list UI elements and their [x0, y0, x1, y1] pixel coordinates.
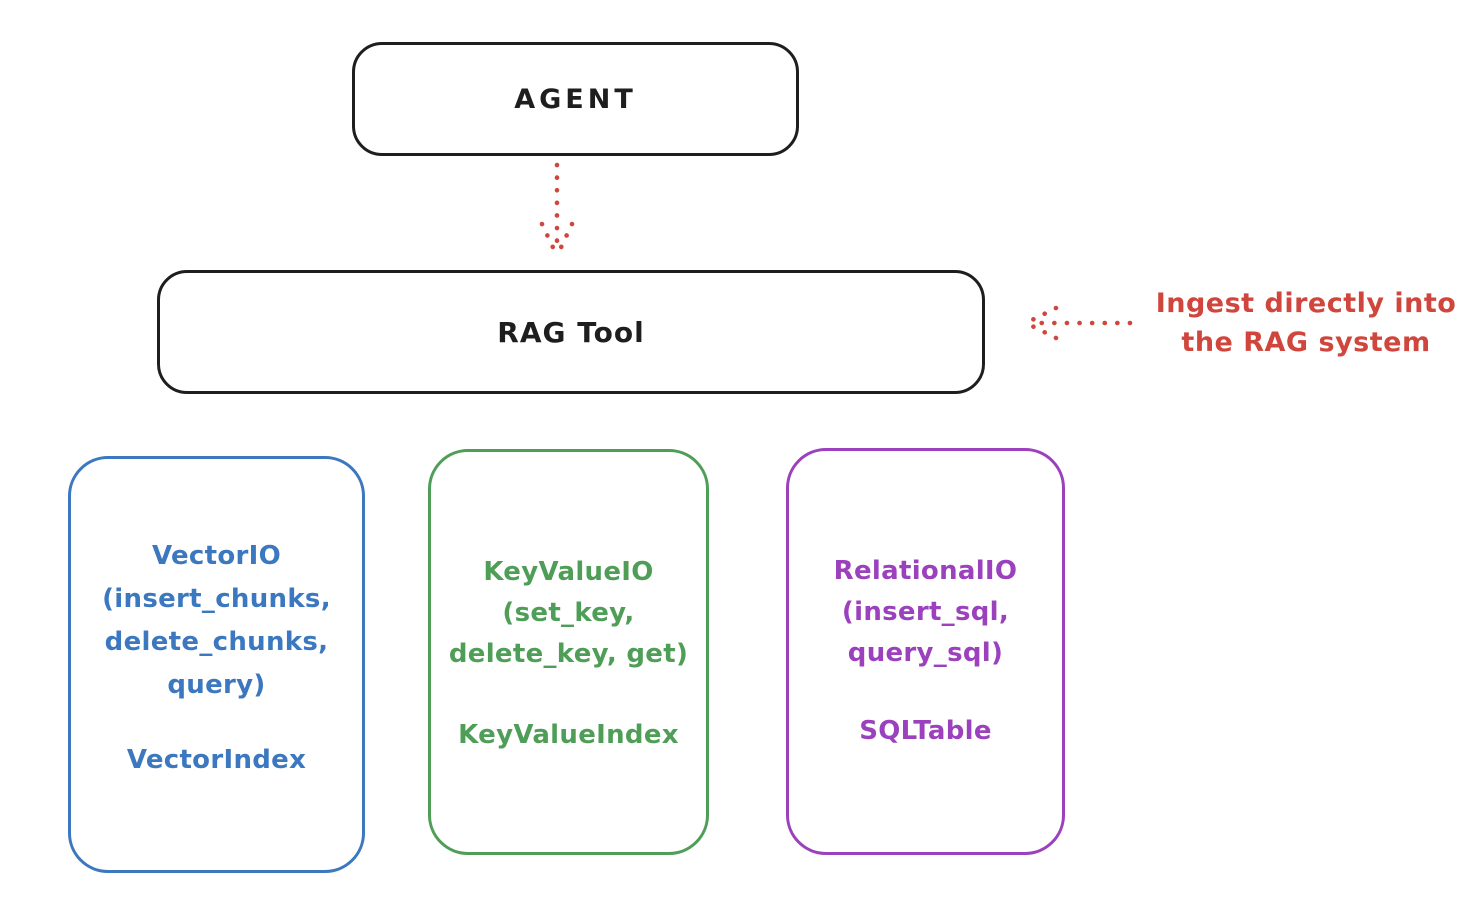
sql-table-label: SQLTable — [859, 716, 992, 746]
vector-io-line: (insert_chunks, — [102, 584, 331, 614]
keyvalue-io-line: (set_key, — [502, 598, 635, 628]
vector-index-label: VectorIndex — [126, 745, 307, 775]
keyvalue-io-line: delete_key, get) — [448, 639, 689, 669]
agent-label: AGENT — [514, 83, 637, 115]
vector-io-line: query) — [167, 670, 266, 700]
relational-io-methods: RelationalIO (insert_sql, query_sql) — [789, 551, 1062, 674]
relational-io-line: (insert_sql, — [841, 597, 1010, 627]
ingest-annotation: Ingest directly into the RAG system — [1138, 284, 1474, 362]
dotted-arrow-down-icon — [539, 162, 575, 259]
vector-io-line: VectorIO — [151, 541, 282, 571]
vector-io-box: VectorIO (insert_chunks, delete_chunks, … — [68, 456, 365, 873]
rag-tool-box: RAG Tool — [157, 270, 985, 394]
keyvalue-io-line: KeyValueIO — [483, 557, 654, 587]
vector-io-line: delete_chunks, — [104, 627, 329, 657]
relational-io-box: RelationalIO (insert_sql, query_sql) SQL… — [786, 448, 1065, 855]
relational-io-line: RelationalIO — [833, 556, 1018, 586]
agent-box: AGENT — [352, 42, 799, 156]
relational-io-line: query_sql) — [847, 638, 1004, 668]
keyvalue-index-label: KeyValueIndex — [458, 720, 679, 750]
ingest-annotation-line2: the RAG system — [1181, 327, 1431, 358]
dotted-arrow-left-icon — [1023, 305, 1133, 341]
vector-io-methods: VectorIO (insert_chunks, delete_chunks, … — [71, 535, 362, 707]
ingest-annotation-line1: Ingest directly into — [1155, 288, 1457, 319]
keyvalue-io-methods: KeyValueIO (set_key, delete_key, get) — [431, 552, 706, 675]
rag-tool-label: RAG Tool — [497, 315, 645, 349]
keyvalue-io-box: KeyValueIO (set_key, delete_key, get) Ke… — [428, 449, 709, 855]
